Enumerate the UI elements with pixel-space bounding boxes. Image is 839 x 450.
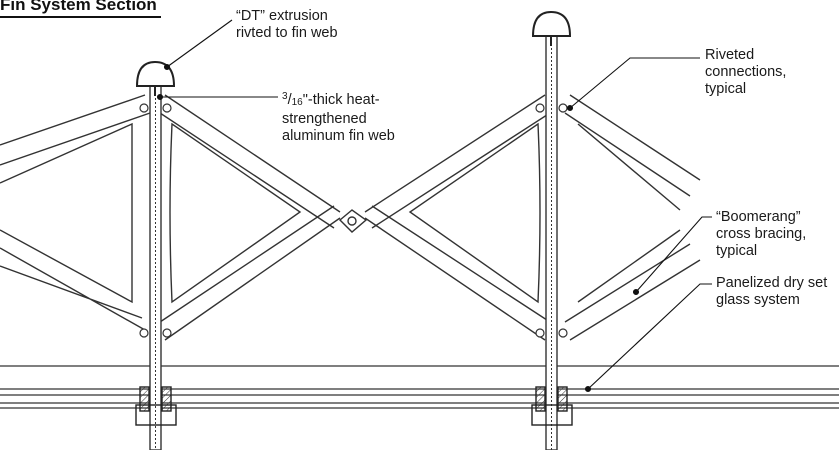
label-fin-web: 3/16"-thick heat- strengthened aluminum … xyxy=(282,88,395,145)
left-fin-web xyxy=(149,85,162,450)
label-riveted-line1: Riveted xyxy=(705,47,755,63)
leader-dt xyxy=(166,19,233,68)
fin-web-line1-rest: "-thick heat- xyxy=(302,92,380,108)
glass-shoe-left xyxy=(135,386,177,426)
leader-boomerang xyxy=(635,216,712,293)
fraction-numerator: 3 xyxy=(282,91,288,102)
label-glass: Panelized dry set glass system xyxy=(716,275,827,309)
brace-loop-right xyxy=(408,122,541,304)
brace-upper-left xyxy=(159,94,341,229)
fraction-denominator: 16 xyxy=(291,97,303,108)
label-riveted: Riveted connections, typical xyxy=(705,47,786,98)
label-fin-web-line3: aluminum fin web xyxy=(282,128,395,144)
label-boomerang: “Boomerang” cross bracing, typical xyxy=(716,209,806,260)
brace-lower-left xyxy=(159,205,341,341)
leader-glass xyxy=(587,283,712,390)
label-boomerang-line2: cross bracing, xyxy=(716,226,807,242)
brace-outer-right xyxy=(564,94,701,341)
label-riveted-line2: connections, xyxy=(705,64,787,80)
right-fin-web xyxy=(545,35,558,450)
brace-upper-right xyxy=(364,94,551,229)
label-glass-line1: Panelized dry set xyxy=(716,275,828,291)
label-fin-web-line1: 3/16"-thick heat- xyxy=(282,88,395,111)
label-boomerang-line3: typical xyxy=(716,243,758,259)
brace-outer-left xyxy=(0,94,151,331)
label-dt-line2: rivted to fin web xyxy=(236,25,338,41)
fraction-slash: / xyxy=(287,92,292,108)
brace-loop-outer-left xyxy=(0,122,133,304)
dt-extrusion-right xyxy=(531,10,572,46)
leader-lines xyxy=(156,19,712,393)
label-glass-line2: glass system xyxy=(716,292,800,308)
label-boomerang-line1: “Boomerang” xyxy=(716,209,801,225)
label-riveted-line3: typical xyxy=(705,81,747,97)
label-dt-line1: “DT” extrusion xyxy=(236,8,328,24)
boomerang-cross-bracing xyxy=(0,94,701,341)
brace-lower-right xyxy=(364,205,551,341)
glass-shoe-right xyxy=(531,386,573,426)
label-dt-extrusion: “DT” extrusion rivted to fin web xyxy=(236,8,338,42)
label-fin-web-line2: strengthened xyxy=(282,111,367,127)
brace-loop-left xyxy=(169,122,302,304)
center-rivet-node xyxy=(338,209,368,233)
drawing-title: Fin System Section xyxy=(0,0,161,18)
leader-riveted xyxy=(569,57,700,109)
rivet-nodes xyxy=(139,103,568,338)
brace-loop-outer-right xyxy=(577,123,681,303)
glass-system-lines xyxy=(0,365,839,409)
